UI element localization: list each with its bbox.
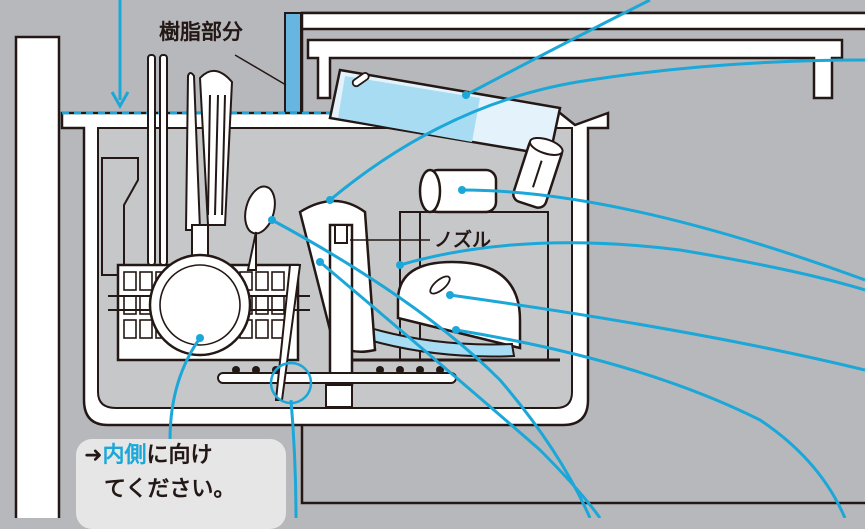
ladle — [244, 185, 276, 271]
chopsticks — [147, 54, 168, 266]
note-arrow: ➜ — [84, 443, 103, 468]
note-line-2: てください。 — [104, 477, 236, 502]
level-arrow-head — [110, 91, 130, 110]
diagram-svg — [14, 0, 865, 529]
note-rest-text: に向け — [146, 443, 213, 468]
cup — [512, 136, 564, 209]
nozzle-head — [334, 224, 348, 244]
cup-side — [418, 168, 498, 214]
resin-part-label: 樹脂部分 — [159, 20, 243, 44]
resin-leader-line — [234, 54, 287, 86]
nozzle-post — [328, 223, 354, 387]
leader-dots — [196, 91, 470, 342]
note-line-1: ➜内側に向け — [84, 445, 212, 467]
nozzle-label: ノズル — [434, 229, 492, 251]
note-callout — [76, 439, 286, 529]
tub-step — [101, 157, 139, 276]
lid-board-slot — [351, 72, 370, 88]
leader-lines — [168, 0, 865, 519]
plate — [148, 253, 252, 357]
drain-cap — [325, 384, 353, 408]
dishwasher-diagram: 樹脂部分 ノズル ➜内側に向け てください。 — [14, 0, 865, 529]
resin-part — [284, 12, 302, 114]
cabinet-left-panel — [14, 35, 61, 529]
bowl — [336, 260, 522, 358]
counter-top — [300, 11, 865, 31]
spray-arm — [217, 372, 457, 384]
whisk — [184, 72, 202, 231]
top-rail — [306, 38, 844, 100]
note-accent-text: 内側 — [102, 443, 147, 468]
